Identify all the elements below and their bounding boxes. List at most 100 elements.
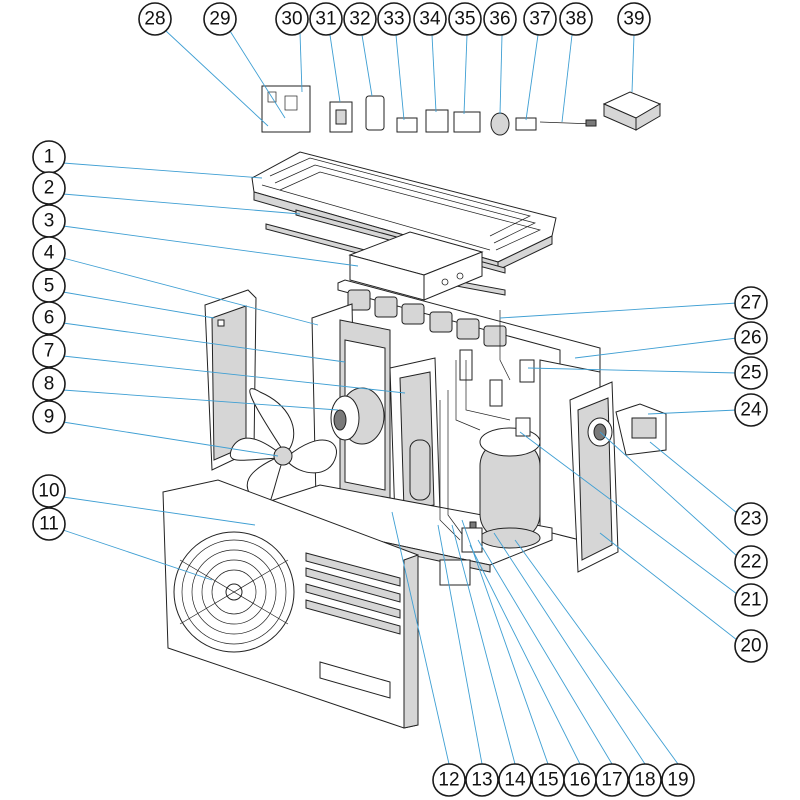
leader-line-19 <box>514 539 679 765</box>
leader-line-16 <box>469 544 581 765</box>
callout-11: 11 <box>32 507 66 541</box>
pcb-part <box>261 85 311 133</box>
callout-22: 22 <box>734 545 768 579</box>
parts-illustration <box>162 85 667 729</box>
leader-line-11 <box>62 529 213 581</box>
callout-6-label: 6 <box>44 308 55 329</box>
leader-line-31 <box>329 34 341 103</box>
leader-line-10 <box>62 496 256 526</box>
callout-15-label: 15 <box>537 770 558 791</box>
callout-9-label: 9 <box>44 407 55 428</box>
leader-line-23 <box>649 441 738 514</box>
callout-23: 23 <box>734 502 768 536</box>
callout-17-label: 17 <box>601 770 622 791</box>
callout-13-label: 13 <box>471 770 492 791</box>
callout-30: 30 <box>275 2 309 36</box>
callout-7: 7 <box>32 334 66 368</box>
callout-24: 24 <box>734 393 768 427</box>
callout-10-label: 10 <box>38 481 59 502</box>
leader-line-37 <box>525 34 539 121</box>
leader-line-39 <box>631 34 635 93</box>
callout-5-label: 5 <box>44 276 55 297</box>
callout-30-label: 30 <box>281 9 302 30</box>
callout-31: 31 <box>309 2 343 36</box>
fan-motor-part <box>330 387 385 445</box>
callout-16: 16 <box>563 763 597 797</box>
leader-line-17 <box>477 539 613 765</box>
callout-13: 13 <box>465 763 499 797</box>
callout-24-label: 24 <box>740 400 762 421</box>
leader-line-18 <box>493 532 646 765</box>
front-panel-part <box>162 479 419 729</box>
leader-line-8 <box>62 389 339 411</box>
leader-line-25 <box>527 367 738 374</box>
callout-34-label: 34 <box>419 9 441 30</box>
callout-14: 14 <box>498 763 532 797</box>
compressor-part <box>479 427 541 549</box>
accessory-parts-row <box>261 85 662 136</box>
callout-28-label: 28 <box>144 9 165 30</box>
leader-line-3 <box>62 225 359 267</box>
leader-line-14 <box>451 524 516 765</box>
leader-line-28 <box>165 30 269 127</box>
right-side-panel-part <box>569 381 619 573</box>
callout-16-label: 16 <box>569 770 590 791</box>
callout-3: 3 <box>32 204 66 238</box>
leader-line-32 <box>361 34 373 97</box>
callout-38-label: 38 <box>565 9 586 30</box>
callout-37-label: 37 <box>529 9 550 30</box>
leader-line-33 <box>395 34 405 121</box>
callout-25: 25 <box>734 356 768 390</box>
leader-line-1 <box>62 162 263 179</box>
leader-line-7 <box>62 355 406 394</box>
callout-4-label: 4 <box>44 243 55 264</box>
callout-17: 17 <box>595 763 629 797</box>
callout-32: 32 <box>343 2 377 36</box>
leader-line-20 <box>599 532 738 641</box>
callout-20-label: 20 <box>740 636 761 657</box>
leader-line-35 <box>463 34 468 115</box>
callout-18-label: 18 <box>634 770 655 791</box>
leader-line-5 <box>62 291 215 319</box>
callout-21-label: 21 <box>740 590 761 611</box>
leader-line-2 <box>62 193 301 215</box>
callout-markers: 1 2 3 4 5 6 7 8 9 10 11 12 13 14 15 16 1… <box>32 2 768 797</box>
leader-line-6 <box>62 322 346 363</box>
leader-line-29 <box>229 30 286 119</box>
callout-37: 37 <box>523 2 557 36</box>
callout-31-label: 31 <box>315 9 336 30</box>
callout-12: 12 <box>432 763 466 797</box>
terminal-strip-part <box>453 111 481 133</box>
leader-line-36 <box>499 34 503 115</box>
callout-18: 18 <box>628 763 662 797</box>
callout-2: 2 <box>32 171 66 205</box>
callout-12-label: 12 <box>438 770 459 791</box>
callout-32-label: 32 <box>349 9 370 30</box>
leader-line-21 <box>519 431 738 595</box>
callout-6: 6 <box>32 301 66 335</box>
flow-switch-part <box>490 112 510 136</box>
callout-26: 26 <box>734 321 768 355</box>
callout-29: 29 <box>203 2 237 36</box>
callout-19-label: 19 <box>667 770 688 791</box>
leader-lines <box>62 30 738 765</box>
leader-line-26 <box>574 337 738 359</box>
callout-15: 15 <box>531 763 565 797</box>
callout-33: 33 <box>377 2 411 36</box>
callout-11-label: 11 <box>39 514 59 535</box>
callout-1-label: 1 <box>44 147 55 168</box>
leader-line-34 <box>431 34 437 113</box>
leader-line-13 <box>437 524 483 765</box>
leader-line-27 <box>499 302 738 319</box>
leader-line-15 <box>461 519 549 765</box>
callout-14-label: 14 <box>504 770 526 791</box>
leader-line-9 <box>62 421 279 457</box>
callout-38: 38 <box>559 2 593 36</box>
callout-27: 27 <box>734 286 768 320</box>
callout-2-label: 2 <box>44 178 55 199</box>
terminal-block-part <box>425 109 449 133</box>
callout-39-label: 39 <box>623 9 644 30</box>
callout-35-label: 35 <box>454 9 475 30</box>
leader-line-38 <box>561 34 573 123</box>
